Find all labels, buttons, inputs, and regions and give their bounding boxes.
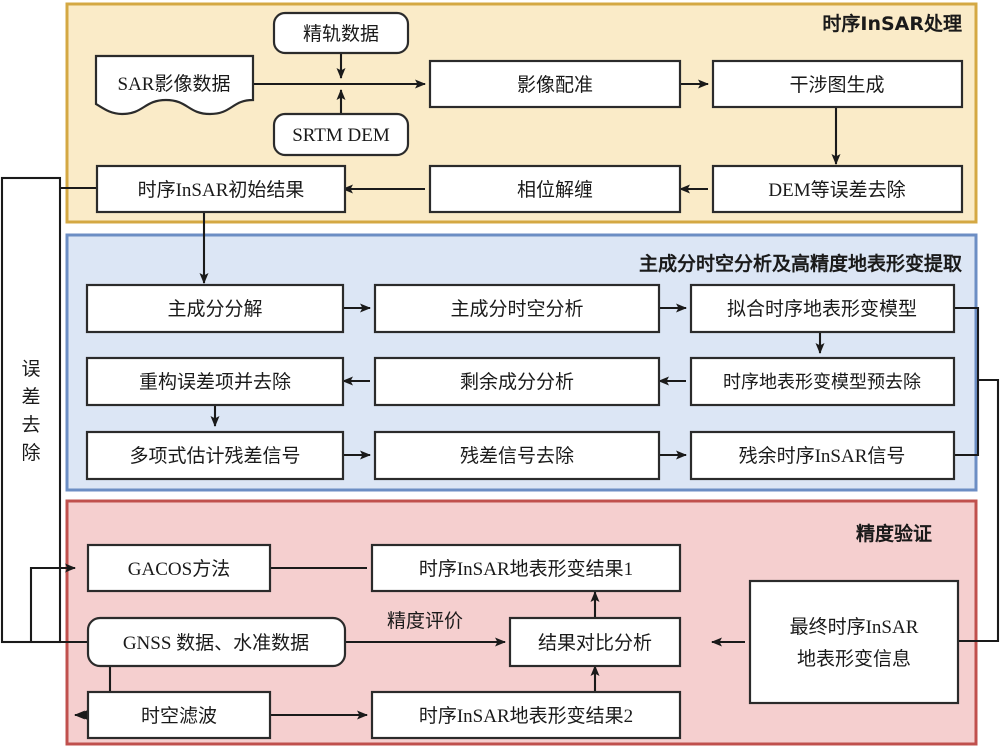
node-interferogram[interactable]: 干涉图生成: [711, 59, 964, 109]
node-label-reconstruct-error: 重构误差项并去除: [139, 371, 291, 393]
side-label-char-1: 差: [21, 386, 40, 408]
node-label-model-preremoval: 时序地表形变模型预去除: [723, 372, 921, 392]
node-label-srtm-dem: SRTM DEM: [292, 125, 390, 146]
edge-right-inner-loop: [954, 306, 980, 457]
node-coregistration[interactable]: 影像配准: [428, 59, 682, 109]
node-residual-comp-analysis[interactable]: 剩余成分分析: [373, 356, 661, 407]
node-label-pca-st-analysis: 主成分时空分析: [450, 298, 583, 320]
side-label-char-2: 去: [21, 414, 40, 436]
node-initial-result[interactable]: 时序InSAR初始结果: [95, 164, 347, 214]
node-pca-st-analysis[interactable]: 主成分时空分析: [373, 283, 661, 334]
section-title-accuracy: 精度验证: [856, 522, 932, 545]
node-residual-removal[interactable]: 残差信号去除: [373, 430, 661, 481]
node-phase-unwrapping[interactable]: 相位解缠: [428, 164, 682, 214]
node-reconstruct-error[interactable]: 重构误差项并去除: [85, 356, 345, 407]
node-label-compare: 结果对比分析: [538, 632, 652, 654]
node-gnss[interactable]: GNSS 数据、水准数据: [86, 616, 347, 668]
side-label-char-3: 除: [21, 442, 40, 464]
node-label-phase-unwrapping: 相位解缠: [517, 179, 593, 201]
node-sar-image[interactable]: SAR影像数据: [94, 54, 255, 116]
node-label-sar-image: SAR影像数据: [118, 73, 231, 95]
node-result1[interactable]: 时序InSAR地表形变结果1: [370, 543, 682, 593]
node-label-poly-estimate: 多项式估计残差信号: [129, 445, 300, 467]
node-st-filter[interactable]: 时空滤波: [86, 690, 272, 740]
node-final-result[interactable]: 最终时序InSAR 地表形变信息: [748, 579, 960, 705]
node-precise-orbit[interactable]: 精轨数据: [272, 11, 410, 55]
edge-filter-arrowhead: [75, 710, 88, 720]
section-title-tsinsar: 时序InSAR处理: [822, 12, 962, 35]
node-label-fit-model: 拟合时序地表形变模型: [727, 298, 917, 320]
node-pca-decomp[interactable]: 主成分分解: [85, 283, 345, 334]
node-fit-model[interactable]: 拟合时序地表形变模型: [689, 283, 956, 334]
node-label-dem-error-removal: DEM等误差去除: [768, 179, 905, 201]
node-label-result1: 时序InSAR地表形变结果1: [419, 558, 633, 580]
node-residual-signal[interactable]: 残余时序InSAR信号: [689, 430, 956, 481]
node-dem-error-removal[interactable]: DEM等误差去除: [711, 164, 964, 214]
node-label-result2: 时序InSAR地表形变结果2: [419, 705, 633, 727]
node-poly-estimate[interactable]: 多项式估计残差信号: [85, 430, 345, 481]
node-label-coregistration: 影像配准: [517, 74, 593, 96]
node-label-gacos: GACOS方法: [128, 558, 230, 580]
section-title-pca: 主成分时空分析及高精度地表形变提取: [639, 252, 962, 275]
node-compare[interactable]: 结果对比分析: [508, 616, 682, 668]
node-label-residual-removal: 残差信号去除: [460, 445, 574, 467]
edge-sidebox-to-gacos: [29, 563, 76, 642]
edge-label-accuracy-eval: 精度评价: [387, 610, 463, 632]
node-model-preremoval[interactable]: 时序地表形变模型预去除: [689, 356, 956, 407]
side-label-error-removal: 误 差 去 除: [0, 176, 62, 644]
node-label-precise-orbit: 精轨数据: [303, 23, 379, 45]
node-label-residual-signal: 残余时序InSAR信号: [739, 445, 906, 467]
node-label-st-filter: 时空滤波: [141, 705, 217, 727]
node-label-interferogram: 干涉图生成: [789, 74, 884, 96]
node-gacos[interactable]: GACOS方法: [86, 543, 272, 593]
side-label-char-0: 误: [21, 358, 40, 380]
node-label-initial-result: 时序InSAR初始结果: [138, 179, 305, 201]
node-label-pca-decomp: 主成分分解: [167, 298, 262, 320]
node-label-residual-comp-analysis: 剩余成分分析: [460, 371, 574, 393]
node-srtm-dem[interactable]: SRTM DEM: [272, 112, 410, 157]
node-label-gnss: GNSS 数据、水准数据: [123, 632, 309, 654]
node-label-final-line2: 地表形变信息: [797, 648, 911, 670]
node-result2[interactable]: 时序InSAR地表形变结果2: [370, 690, 682, 740]
node-label-final-line1: 最终时序InSAR: [790, 616, 919, 638]
